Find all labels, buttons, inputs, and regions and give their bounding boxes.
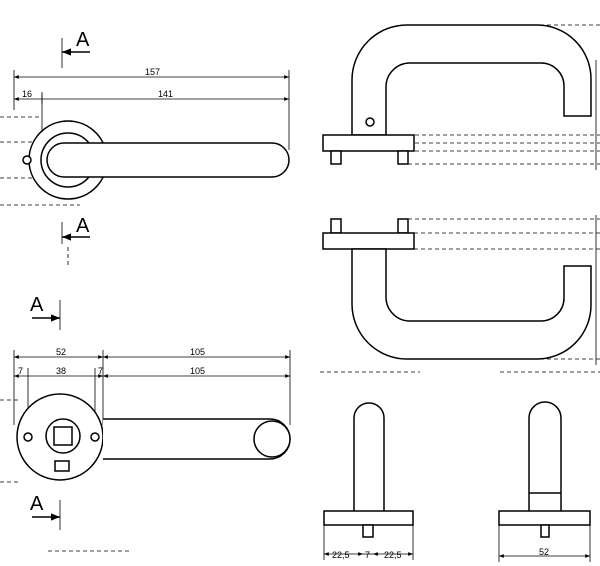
section-label-a: A xyxy=(76,29,90,51)
dim-handle-lower-label: 105 xyxy=(190,366,205,376)
u-handle-mirror-view xyxy=(320,215,600,373)
dim-right-margin-label: 7 xyxy=(98,366,103,376)
dimension-157: 157 xyxy=(13,67,290,150)
handle-stem xyxy=(528,401,562,511)
section-label-a: A xyxy=(76,215,90,237)
dim-total-label: 157 xyxy=(145,67,160,77)
screw-hole xyxy=(365,117,375,127)
mounting-plate xyxy=(322,134,415,152)
dim-handle-label: 141 xyxy=(158,89,173,99)
spindle xyxy=(362,524,374,538)
bottom-handle-view: A 52 105 7 38 7 105 A xyxy=(0,294,291,552)
plate-pin xyxy=(397,218,409,234)
spindle-square xyxy=(53,426,73,446)
side-elevation: 52 xyxy=(498,401,591,562)
plate-pin xyxy=(330,150,342,165)
u-handle-upper xyxy=(351,24,592,136)
u-handle-lower xyxy=(351,248,592,360)
section-marker-top: A xyxy=(30,294,61,330)
dim-rose-label: 52 xyxy=(56,347,66,357)
section-label-a: A xyxy=(30,493,44,515)
section-marker-bottom: A xyxy=(61,215,90,244)
handle-stem xyxy=(353,402,385,511)
top-handle-view: A 157 16 141 A xyxy=(0,29,290,268)
dim-handle-upper-label: 105 xyxy=(190,347,205,357)
section-label-a: A xyxy=(30,294,44,316)
screw-hole xyxy=(22,155,32,165)
dim-left-label: 22,5 xyxy=(332,550,350,560)
dim-width-label: 52 xyxy=(539,547,549,557)
spindle xyxy=(540,524,550,538)
base-plate xyxy=(498,510,591,526)
section-marker-top: A xyxy=(61,29,90,68)
dim-right-label: 22,5 xyxy=(384,550,402,560)
dim-offset-label: 16 xyxy=(22,89,32,99)
plate-pin xyxy=(330,218,342,234)
screw-hole xyxy=(90,432,100,442)
lever-handle xyxy=(46,142,290,178)
base-plate xyxy=(323,510,414,526)
section-marker-bottom: A xyxy=(30,493,61,530)
screw-hole xyxy=(23,432,33,442)
dim-left-margin-label: 7 xyxy=(18,366,23,376)
front-elevation: 22,5 7 22,5 xyxy=(323,402,414,560)
latch-slot xyxy=(54,460,70,472)
dim-hole-spacing-label: 38 xyxy=(56,366,66,376)
mounting-plate xyxy=(322,232,415,250)
plate-pin xyxy=(397,150,409,165)
lever-end-cap xyxy=(253,420,291,458)
dim-center-label: 7 xyxy=(365,550,370,560)
u-handle-side-view xyxy=(322,24,600,170)
